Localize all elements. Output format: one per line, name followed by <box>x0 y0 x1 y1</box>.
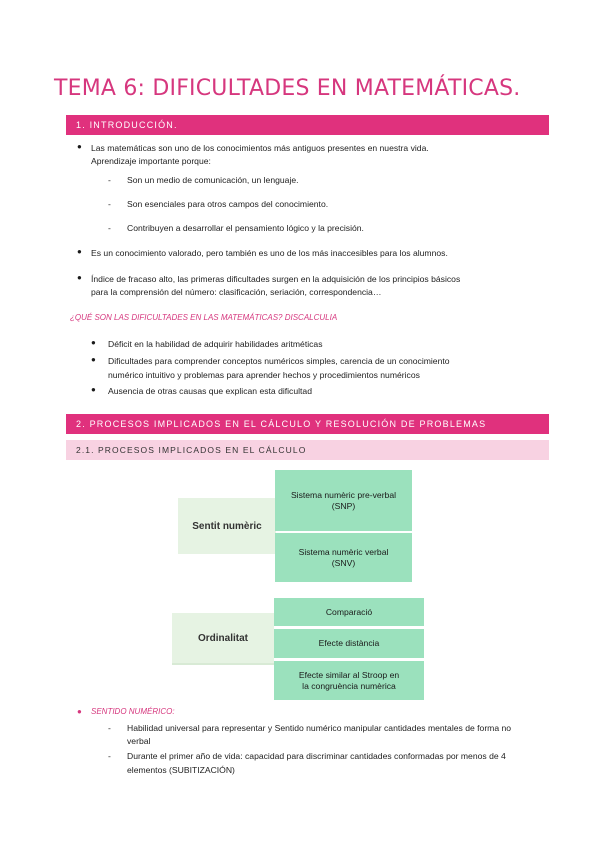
stroop-box: Efecte similar al Stroop en la congruènc… <box>274 661 424 700</box>
discalculia-item: Déficit en la habilidad de adquirir habi… <box>108 339 323 349</box>
intro-text: Las matemáticas son uno de los conocimie… <box>91 143 429 153</box>
comparacio-label: Comparació <box>325 606 373 617</box>
section-1-heading: 1. INTRODUCCIÓN. <box>66 115 549 135</box>
dash-marker: - <box>108 751 111 761</box>
bullet-dot: ● <box>91 355 96 364</box>
sentido-item: elementos (SUBITIZACIÓN) <box>127 765 235 775</box>
snp-abbrev: (SNP) <box>331 500 356 511</box>
sentit-numeric-label: Sentit numèric <box>192 520 262 532</box>
snv-label: Sistema numèric verbal <box>298 546 389 557</box>
intro-text: Aprendizaje importante porque: <box>91 156 211 166</box>
discalculia-item: numérico intuitivo y problemas para apre… <box>108 370 420 380</box>
page-title: TEMA 6: DIFICULTADES EN MATEMÁTICAS. <box>54 76 521 101</box>
stroop-label-2: la congruència numèrica <box>302 680 396 691</box>
ordinalitat-box: Ordinalitat <box>172 613 274 665</box>
stroop-label: Efecte similar al Stroop en <box>298 669 400 680</box>
snp-label: Sistema numèric pre-verbal <box>290 489 397 500</box>
bullet-dot: ● <box>77 247 82 256</box>
intro-text: Es un conocimiento valorado, pero tambié… <box>91 248 448 258</box>
sub-item: Contribuyen a desarrollar el pensamiento… <box>127 223 364 233</box>
sentido-item: verbal <box>127 736 151 746</box>
snv-abbrev: (SNV) <box>331 557 356 568</box>
dash-marker: - <box>108 723 111 733</box>
bullet-dot: ● <box>91 385 96 394</box>
snv-box: Sistema numèric verbal (SNV) <box>275 533 412 582</box>
discalculia-item: Ausencia de otras causas que explican es… <box>108 386 312 396</box>
sentit-numeric-box: Sentit numèric <box>178 498 276 554</box>
discalculia-item: Dificultades para comprender conceptos n… <box>108 356 450 366</box>
sentido-item: Durante el primer año de vida: capacidad… <box>127 751 506 761</box>
intro-text: Índice de fracaso alto, las primeras dif… <box>91 274 461 284</box>
intro-text: para la comprensión del número: clasific… <box>91 287 382 297</box>
comparacio-box: Comparació <box>274 598 424 626</box>
sentido-item: Habilidad universal para representar y S… <box>127 723 512 733</box>
dash-marker: - <box>108 199 111 209</box>
bullet-dot: ● <box>91 338 96 347</box>
bullet-dot: ● <box>77 273 82 282</box>
section-2-heading: 2. PROCESOS IMPLICADOS EN EL CÁLCULO Y R… <box>66 414 549 434</box>
snp-box: Sistema numèric pre-verbal (SNP) <box>275 470 412 531</box>
ordinalitat-label: Ordinalitat <box>197 632 248 644</box>
sentido-numerico-heading: SENTIDO NUMÉRICO: <box>91 707 175 716</box>
dash-marker: - <box>108 175 111 185</box>
subsection-2-1-heading: 2.1. PROCESOS IMPLICADOS EN EL CÁLCULO <box>66 440 549 460</box>
efecte-distancia-label: Efecte distància <box>318 638 380 648</box>
sub-item: Son esenciales para otros campos del con… <box>127 199 329 209</box>
bullet-dot: ● <box>77 707 82 716</box>
sub-item: Son un medio de comunicación, un lenguaj… <box>127 175 299 185</box>
dash-marker: - <box>108 223 111 233</box>
efecte-distancia-box: Efecte distància <box>274 629 424 658</box>
bullet-dot: ● <box>77 142 82 151</box>
discalculia-question: ¿QUÉ SON LAS DIFICULTADES EN LAS MATEMÁT… <box>70 313 338 322</box>
